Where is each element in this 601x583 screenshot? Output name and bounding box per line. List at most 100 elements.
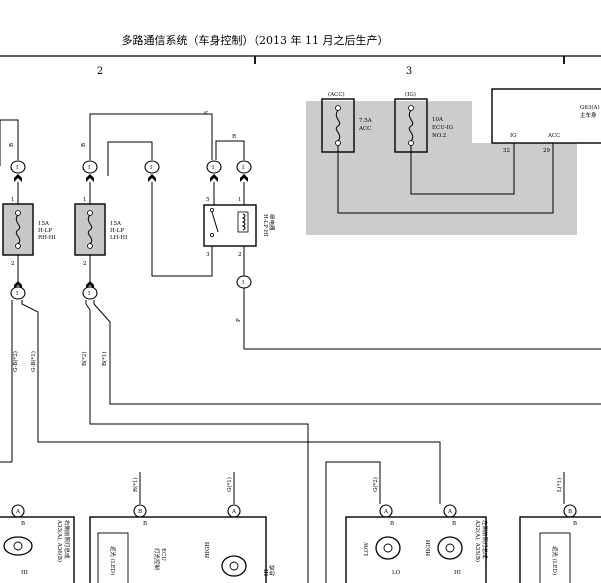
connector-b-2: B — [563, 504, 577, 518]
wire-label-b1: B(*1) — [101, 351, 108, 366]
wire-label-b2: B(*2) — [81, 351, 88, 366]
light-control-ecu-2: ECU — [160, 548, 166, 561]
lh-assy-label-2: 左侧前照灯总成 — [481, 520, 489, 559]
lh-high-bulb-icon — [437, 536, 463, 560]
svg-text:A: A — [15, 509, 21, 515]
connector-a-2: A — [227, 504, 241, 518]
rh-headlight-assy-box — [0, 516, 75, 583]
connector-i-2: I — [82, 160, 98, 182]
wire-label-b-left: B — [9, 143, 15, 147]
connector-b-1: B — [133, 504, 147, 518]
ecu-code: G63(A) — [580, 104, 600, 111]
svg-text:B: B — [390, 521, 394, 527]
wire-b-loop — [107, 141, 153, 176]
ecu-pin-ig-num: 32 — [503, 148, 510, 154]
fuse-rh-rating: 15A — [38, 221, 50, 227]
wire-label-l1: L(*1) — [556, 478, 563, 492]
wire-p — [243, 288, 601, 350]
fuse-rh-name-2: RH-HI — [38, 235, 56, 241]
wire-label-g1: G(*1) — [226, 477, 233, 492]
svg-text:2: 2 — [11, 261, 15, 267]
acc-fuse-name: ACC — [358, 126, 371, 132]
light-control-ecu-1: 灯光控制 — [153, 548, 161, 571]
connector-i-1: I — [10, 160, 26, 182]
fuse-rh-name-1: H-LP — [38, 228, 52, 234]
ecu-pin-acc-label: ACC — [547, 133, 560, 139]
svg-text:LO: LO — [392, 570, 401, 576]
ig-fuse-rating: 10A — [432, 117, 444, 123]
wire-label-gb1: G-B(*1) — [30, 351, 37, 372]
svg-text:HI: HI — [454, 570, 461, 576]
wire-label-b-mid: B — [81, 143, 87, 147]
svg-text:B: B — [138, 509, 142, 515]
acc-fuse-top-label: (ACC) — [328, 91, 345, 98]
relay-name-1: H-LP HI — [262, 214, 268, 237]
svg-text:I: I — [16, 291, 18, 297]
ecu-pin-acc-num: 29 — [543, 148, 550, 154]
ig-to-ecu-wire — [410, 143, 515, 195]
svg-text:A: A — [383, 509, 389, 515]
low-beam-bulb-icon — [375, 536, 401, 560]
ecu-name: 主车身 — [580, 111, 597, 119]
acc-fuse-rating: 7.5A — [359, 118, 373, 124]
fuse-lh-name-2: LH-HI — [110, 235, 127, 241]
connector-a-1: A — [11, 504, 25, 518]
page-title: 多路通信系统（车身控制）（2013 年 11 月之后生产） — [122, 33, 389, 47]
hi-assy-label-1: HI — [264, 569, 270, 576]
fuse-lh-name-1: H-LP — [110, 228, 124, 234]
svg-text:5: 5 — [206, 197, 210, 203]
connector-i-4: I — [206, 160, 222, 182]
acc-to-ecu-wire — [337, 143, 554, 214]
svg-text:I: I — [212, 165, 214, 171]
lh-headlight-assy-box — [345, 516, 487, 583]
svg-text:I: I — [88, 165, 90, 171]
connector-i-6: I — [10, 281, 26, 300]
rh-assy-label-2: 右侧前照灯总成 — [63, 520, 71, 559]
h-lp-hi-relay — [203, 204, 257, 247]
svg-text:B: B — [143, 521, 147, 527]
connector-i-5: I — [236, 160, 252, 182]
svg-text:B: B — [573, 521, 577, 527]
svg-text:I: I — [242, 280, 244, 286]
lh-low-led-label: 近光 (LED) — [551, 546, 559, 575]
ig-fuse-name-1: ECU-IG — [432, 125, 453, 131]
high-label-2: HIGH — [426, 540, 432, 556]
relay-3-wire — [151, 182, 213, 277]
svg-text:I: I — [242, 165, 244, 171]
svg-text:I: I — [150, 165, 152, 171]
hi-assy-label-2: 总成 — [268, 564, 276, 576]
wire-r-right — [215, 140, 245, 160]
svg-text:1: 1 — [238, 197, 242, 203]
connector-i-7: I — [82, 281, 98, 300]
ig-fuse-top-label: (IG) — [405, 91, 416, 98]
svg-text:I: I — [88, 291, 90, 297]
light-control-ecu-box — [89, 516, 267, 583]
svg-text:I: I — [16, 165, 18, 171]
high-label-1: HIGH — [205, 542, 211, 558]
wire-b-left — [0, 119, 19, 166]
lh-assy-label-1: A32(A), A35(B) — [474, 519, 481, 562]
svg-text:2: 2 — [238, 252, 242, 258]
rh-assy-label-1: A33(A), A36(B) — [56, 519, 63, 562]
svg-text:A: A — [447, 509, 453, 515]
wire-label-r-right: R — [232, 134, 237, 140]
connector-i-8: I — [236, 275, 252, 289]
svg-text:3: 3 — [206, 252, 210, 258]
svg-text:HI: HI — [21, 570, 28, 576]
svg-text:2: 2 — [83, 261, 87, 267]
svg-text:A: A — [231, 509, 237, 515]
wire-label-r1: R(*1) — [132, 477, 139, 492]
wire-label-g2: G(*2) — [372, 477, 379, 492]
high-beam-bulb-icon — [221, 555, 247, 577]
svg-text:B: B — [452, 521, 456, 527]
connector-a-3: A — [379, 504, 393, 518]
svg-text:B: B — [21, 521, 25, 527]
main-body-ecu-box — [491, 88, 601, 144]
ig-fuse-name-2: NO.2 — [432, 133, 446, 139]
fuse-lh-rating: 15A — [110, 221, 122, 227]
ecu-pin-ig-label: IG — [510, 133, 517, 139]
connector-i-3: I — [144, 160, 160, 182]
wire-label-r-top: R — [204, 110, 210, 115]
low-label: LOW — [364, 542, 370, 556]
